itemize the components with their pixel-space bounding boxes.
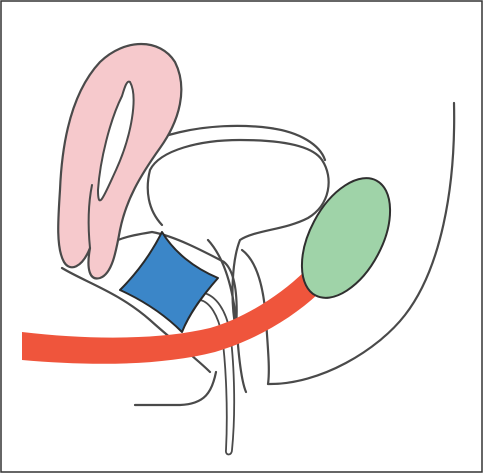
figure <box>0 0 483 473</box>
anatomical-diagram <box>0 0 483 473</box>
